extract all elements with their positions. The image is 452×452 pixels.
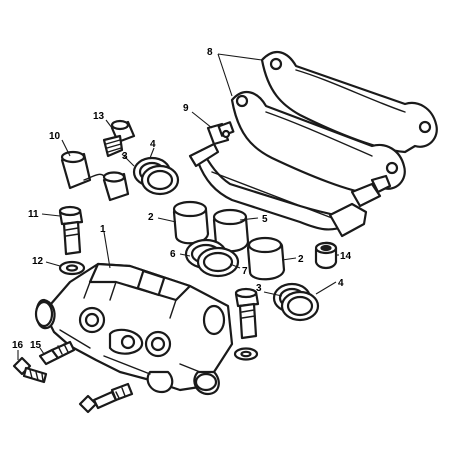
callout-1: 1 [100,224,106,235]
callout-labels: 8 9 10 13 4 3 11 12 1 2 5 6 7 2 3 4 14 1… [12,47,352,351]
caliper-housing [34,262,234,396]
callout-2b: 2 [298,254,304,265]
callout-8: 8 [207,47,213,58]
callout-12: 12 [32,256,44,267]
bleed-nipple [38,340,76,366]
piston-left [172,200,210,245]
guide-bolt-upper [58,205,84,256]
callout-3a: 3 [122,151,128,162]
callout-10: 10 [49,131,61,142]
piston-seal-upper [132,156,180,196]
brake-pad-outer [260,50,438,154]
brake-pad-inner [230,90,406,196]
callout-15: 15 [30,340,42,351]
bleeder-bolt-left [12,356,48,384]
bleeder-screw [102,119,136,158]
piston-right [246,236,286,281]
piston-seal-middle [184,238,240,278]
bleeder-bolt-right [78,382,134,414]
callout-5: 5 [262,214,268,225]
callout-4a: 4 [150,139,156,150]
callout-13: 13 [93,111,105,122]
washer-lower [233,347,259,361]
piston-seal-right [272,282,320,322]
callout-3b: 3 [256,283,262,294]
piston-middle [212,208,250,253]
callout-14: 14 [340,251,352,262]
callout-4b: 4 [338,278,344,289]
callout-6: 6 [170,249,176,260]
callout-9: 9 [183,103,189,114]
bushing [314,241,338,270]
callout-7: 7 [242,266,248,277]
guide-bolt-lower [234,287,260,340]
callout-11: 11 [28,209,39,220]
leader-lines [17,53,339,360]
dust-cap [60,150,130,202]
caliper-bracket [188,121,392,238]
callout-16: 16 [12,340,24,351]
callout-2a: 2 [148,212,154,223]
washer-upper [58,260,86,276]
